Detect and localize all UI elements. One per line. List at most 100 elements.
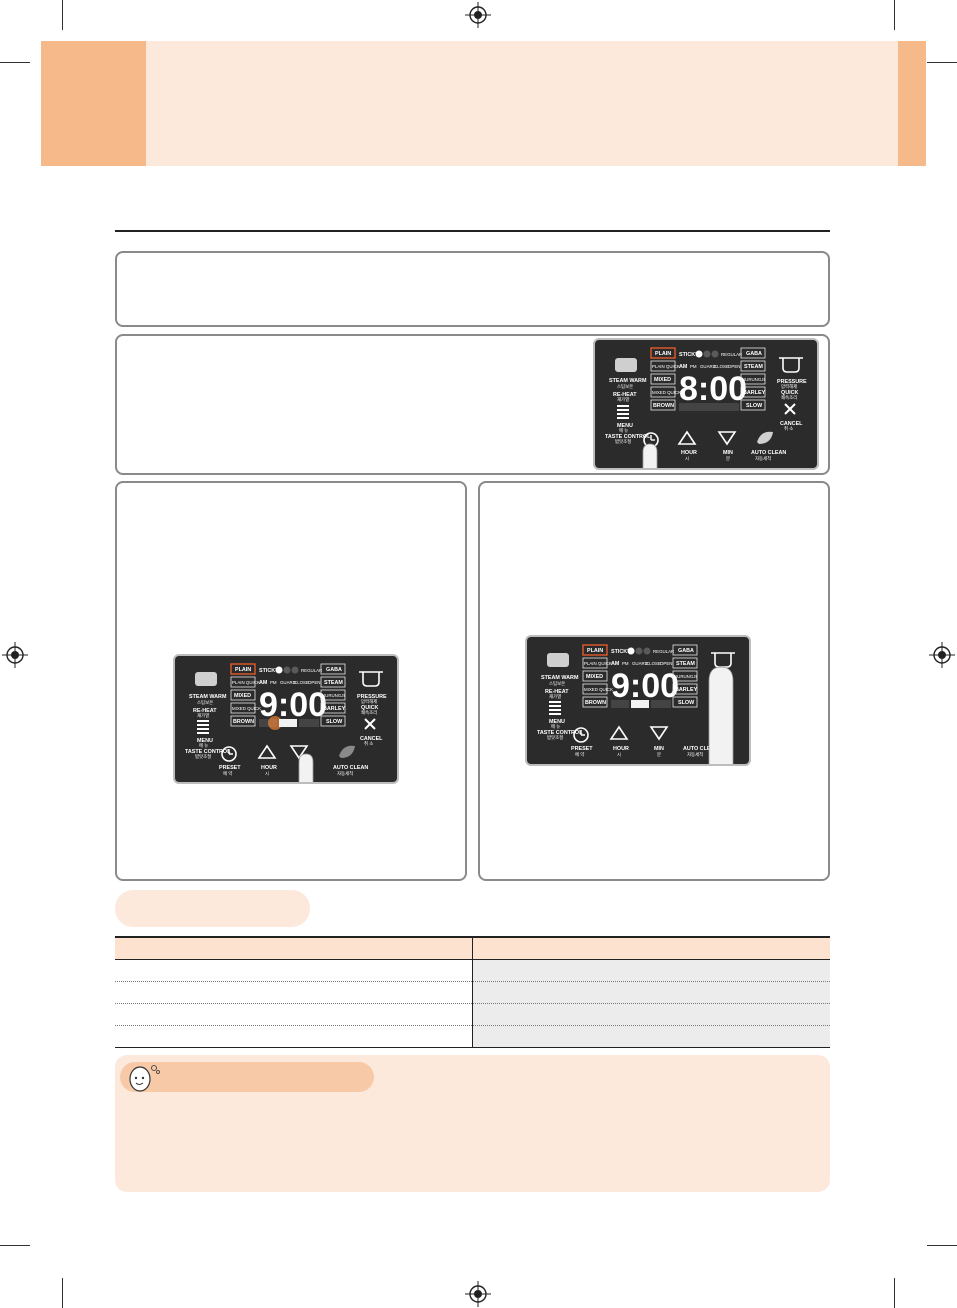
nurungji-button[interactable]: [320, 689, 346, 701]
finger-press-icon: [298, 753, 314, 782]
slow-button[interactable]: [672, 696, 698, 708]
min-label: MIN: [723, 450, 733, 456]
mixed-quick-button-label: MIXED QUICK: [232, 706, 261, 711]
hour-up-arrow-icon[interactable]: [677, 430, 697, 445]
plain-button[interactable]: [650, 347, 676, 359]
barley-button[interactable]: [672, 683, 698, 695]
min-down-arrow-icon[interactable]: [649, 726, 669, 741]
crop-mark: [0, 1245, 30, 1246]
crop-mark: [894, 1278, 895, 1308]
quick-label: QUICK: [361, 705, 378, 711]
min-down-arrow-icon[interactable]: [717, 431, 737, 446]
cancel-label-ko: 취 소: [784, 425, 793, 432]
plain-button[interactable]: [582, 644, 608, 656]
crop-mark: [62, 1278, 63, 1308]
menu-list-icon[interactable]: [549, 701, 561, 715]
texture-level-2-icon: [703, 350, 711, 358]
preset-clock-icon[interactable]: [573, 727, 589, 743]
barley-button-label: BARLEY: [743, 390, 766, 396]
gaba-button[interactable]: [672, 644, 698, 656]
brown-button[interactable]: [582, 696, 608, 708]
steam-button-label: STEAM: [324, 680, 343, 686]
auto-clean-label: AUTO CLEAN: [683, 746, 718, 752]
taste-control-label: TASTE CONTROL: [537, 730, 583, 736]
hour-label-ko: 시: [685, 456, 689, 461]
hour-label: HOUR: [261, 765, 277, 771]
mixed-button[interactable]: [230, 689, 256, 701]
table-row: [115, 959, 830, 982]
nurungji-button-label: NURUNGJI: [322, 693, 345, 698]
nurungji-button[interactable]: [672, 670, 698, 682]
slow-button[interactable]: [320, 715, 346, 727]
menu-label-ko: 메 뉴: [199, 742, 208, 749]
taste-control-label-ko: 밥맛조절: [615, 438, 631, 445]
reheat-label: RE-HEAT: [613, 392, 637, 398]
control-panel-right: STEAM WARM 스팀보온 RE-HEAT 재가열 MENU 메 뉴 TAS…: [525, 635, 751, 766]
nurungji-button[interactable]: [740, 373, 766, 385]
menu-list-icon[interactable]: [617, 405, 629, 419]
taste-control-label-ko: 밥맛조절: [195, 753, 211, 760]
open-label: OPEN: [660, 661, 672, 666]
steam-button[interactable]: [740, 360, 766, 372]
pressure-release-icon[interactable]: [711, 652, 735, 668]
texture-level-3-icon: [711, 350, 719, 358]
pressure-label: PRESSURE: [777, 379, 807, 385]
table-row: [115, 981, 830, 1004]
sticky-label: STICKY: [259, 668, 279, 674]
registration-mark-icon: [465, 2, 491, 28]
mixed-button[interactable]: [582, 670, 608, 682]
brown-button[interactable]: [650, 399, 676, 411]
hour-up-arrow-icon[interactable]: [257, 744, 277, 759]
crop-mark: [0, 62, 30, 63]
gaba-button[interactable]: [320, 663, 346, 675]
pressure-release-icon[interactable]: [779, 357, 803, 373]
plain-quick-button[interactable]: [650, 360, 676, 372]
cancel-label-ko: 취 소: [364, 740, 373, 747]
steam-warm-icon: [195, 672, 217, 686]
mixed-quick-button[interactable]: [582, 683, 608, 695]
menu-label-ko: 메 뉴: [551, 723, 560, 730]
close-label: CLOSE: [646, 661, 661, 666]
slow-button-label: SLOW: [746, 403, 763, 409]
pressure-label: PRESSURE: [357, 694, 387, 700]
mixed-button[interactable]: [650, 373, 676, 385]
guard-label: GUARD: [280, 680, 296, 685]
plain-button[interactable]: [230, 663, 256, 675]
preset-clock-icon[interactable]: [221, 746, 237, 762]
cancel-x-icon[interactable]: [364, 718, 376, 730]
menu-label: MENU: [617, 423, 633, 429]
slow-button[interactable]: [740, 399, 766, 411]
brown-button[interactable]: [230, 715, 256, 727]
slow-button-label: SLOW: [326, 719, 343, 725]
plain-quick-button[interactable]: [230, 676, 256, 688]
barley-button[interactable]: [740, 386, 766, 398]
auto-clean-leaf-icon[interactable]: [339, 745, 355, 758]
quick-label-ko: 쾌속조리: [361, 709, 377, 716]
steam-button[interactable]: [320, 676, 346, 688]
hour-label: HOUR: [613, 746, 629, 752]
regular-label: REGULAR: [653, 649, 674, 654]
menu-list-icon[interactable]: [197, 720, 209, 734]
hour-up-arrow-icon[interactable]: [609, 725, 629, 740]
mixed-quick-button[interactable]: [230, 702, 256, 714]
auto-clean-leaf-icon[interactable]: [757, 431, 773, 444]
preset-label: PRESET: [219, 765, 241, 771]
cancel-x-icon[interactable]: [784, 403, 796, 415]
sticky-label: STICKY: [611, 649, 631, 655]
plain-quick-button-label: PLAIN QUICK: [584, 661, 612, 666]
reheat-label: RE-HEAT: [545, 689, 569, 695]
pressure-release-icon[interactable]: [359, 671, 383, 687]
hour-label-ko: 시: [265, 771, 269, 776]
min-label-ko: 분: [657, 752, 661, 757]
gaba-button[interactable]: [740, 347, 766, 359]
min-down-arrow-icon[interactable]: [289, 745, 309, 760]
reheat-label-ko: 재가열: [549, 693, 561, 700]
texture-level-1-icon: [627, 647, 635, 655]
auto-clean-label-ko: 자동세척: [337, 770, 353, 777]
mixed-quick-button[interactable]: [650, 386, 676, 398]
taste-soft-indicator: [611, 700, 629, 708]
steam-button[interactable]: [672, 657, 698, 669]
barley-button[interactable]: [320, 702, 346, 714]
registration-mark-icon: [465, 1281, 491, 1307]
plain-quick-button[interactable]: [582, 657, 608, 669]
